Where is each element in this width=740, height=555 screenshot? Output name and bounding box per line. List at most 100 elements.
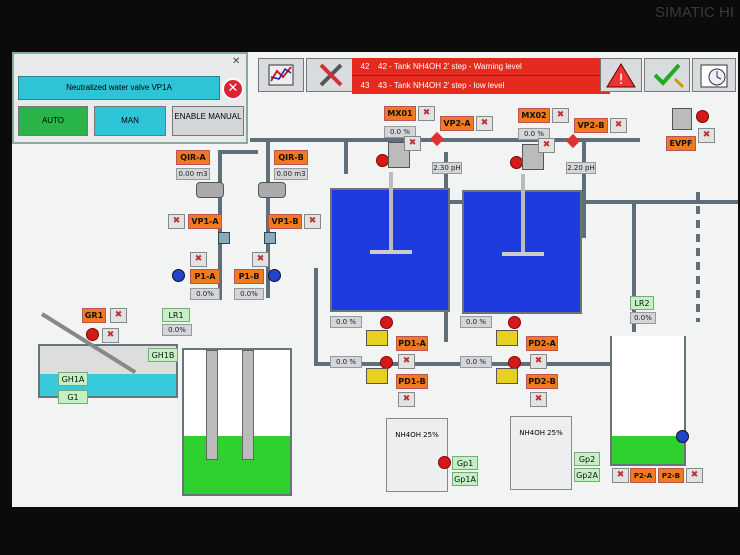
- valve-evpf-body[interactable]: [672, 108, 692, 130]
- warning-icon: !: [606, 63, 636, 88]
- qir-b-value: 0.00 m3: [274, 168, 308, 180]
- mx02-value: 0.0 %: [518, 128, 550, 140]
- wrench-icon[interactable]: ✖: [418, 106, 435, 121]
- container-nh4oh-1: NH4OH 25%: [386, 418, 448, 492]
- wrench-icon[interactable]: ✖: [612, 468, 629, 483]
- valve-vp2-a-icon[interactable]: [429, 131, 445, 147]
- gp1-status-icon: [438, 456, 451, 469]
- popup-close-x-icon[interactable]: ✕: [232, 56, 241, 67]
- lr1-tag[interactable]: LR1: [162, 308, 190, 322]
- pd1-a-value: 0.0 %: [330, 316, 362, 328]
- p2-b-tag[interactable]: P2-B: [658, 468, 684, 483]
- vp2-b-tag[interactable]: VP2-B: [574, 118, 608, 133]
- gp1-tag[interactable]: Gp1: [452, 456, 478, 470]
- dosing-pump-pd1-a[interactable]: [366, 330, 388, 346]
- gp2-tag[interactable]: Gp2: [574, 452, 600, 466]
- mx01-tag[interactable]: MX01: [384, 106, 416, 121]
- wrench-icon[interactable]: ✖: [398, 392, 415, 407]
- wrench-icon[interactable]: ✖: [476, 116, 493, 131]
- alarm-row[interactable]: 43 43 - Tank NH4OH 2' step - low level: [352, 76, 610, 94]
- vp2-a-tag[interactable]: VP2-A: [440, 116, 474, 131]
- wrench-icon[interactable]: ✖: [552, 108, 569, 123]
- valve-control-popup: ✕ Neutralized water valve VP1A ✕ AUTO MA…: [12, 52, 248, 144]
- qir-a-tag[interactable]: QIR-A: [176, 150, 210, 165]
- wrench-icon[interactable]: ✖: [538, 138, 555, 153]
- wrench-icon[interactable]: ✖: [530, 392, 547, 407]
- wrench-icon[interactable]: ✖: [304, 214, 321, 229]
- pipe-top-right: [438, 200, 738, 204]
- valve-vp1-a-icon[interactable]: [218, 232, 230, 244]
- wrench-icon[interactable]: ✖: [190, 252, 207, 267]
- wrench-icon[interactable]: ✖: [530, 354, 547, 369]
- p2-a-tag[interactable]: P2-A: [630, 468, 656, 483]
- alarm-row[interactable]: 42 42 - Tank NH4OH 2' step - Warning lev…: [352, 58, 610, 76]
- vp1-b-tag[interactable]: VP1-B: [268, 214, 302, 229]
- evpf-tag[interactable]: EVPF: [666, 136, 696, 151]
- lr2-value: 0.0%: [630, 312, 656, 324]
- gr1-tag[interactable]: GR1: [82, 308, 106, 323]
- hmi-screen: 42 42 - Tank NH4OH 2' step - Warning lev…: [12, 52, 738, 507]
- wrench-icon[interactable]: ✖: [404, 136, 421, 151]
- simatic-brand-label: SIMATIC HI: [655, 4, 734, 21]
- alarm-banner[interactable]: 42 42 - Tank NH4OH 2' step - Warning lev…: [352, 58, 610, 94]
- ph-1-value: 2.30 pH: [432, 162, 462, 174]
- container-nh4oh-1-label: NH4OH 25%: [395, 431, 439, 439]
- pipe-dashed: [696, 192, 700, 322]
- trend-button[interactable]: [258, 58, 304, 92]
- mx02-tag[interactable]: MX02: [518, 108, 550, 123]
- manual-button[interactable]: MAN: [94, 106, 166, 136]
- lr2-tag[interactable]: LR2: [630, 296, 654, 310]
- auto-button[interactable]: AUTO: [18, 106, 88, 136]
- pd2-a-status-icon: [508, 316, 521, 329]
- valve-vp2-b-icon[interactable]: [565, 133, 581, 149]
- clock-button[interactable]: [692, 58, 736, 92]
- gp1a-tag[interactable]: Gp1A: [452, 472, 478, 486]
- p1-a-tag[interactable]: P1-A: [190, 269, 220, 284]
- tools-button[interactable]: [306, 58, 358, 92]
- qir-b-tag[interactable]: QIR-B: [274, 150, 308, 165]
- wrench-icon[interactable]: ✖: [168, 214, 185, 229]
- flowmeter-a[interactable]: [196, 182, 224, 198]
- wrench-icon[interactable]: ✖: [698, 128, 715, 143]
- gh1a-tag[interactable]: GH1A: [58, 372, 88, 386]
- valve-vp1-b-icon[interactable]: [264, 232, 276, 244]
- p1-b-tag[interactable]: P1-B: [234, 269, 264, 284]
- enable-manual-button[interactable]: ENABLE MANUAL: [172, 106, 244, 136]
- tank-lr2-liquid: [612, 436, 684, 464]
- wrench-icon[interactable]: ✖: [102, 328, 119, 343]
- tank-lr2: [610, 336, 686, 466]
- popup-close-icon[interactable]: ✕: [222, 78, 244, 100]
- alarm-warning-button[interactable]: !: [600, 58, 642, 92]
- pd1-b-value: 0.0 %: [330, 356, 362, 368]
- evpf-status-icon: [696, 110, 709, 123]
- pd1-a-tag[interactable]: PD1-A: [396, 336, 428, 351]
- gp2a-tag[interactable]: Gp2A: [574, 468, 600, 482]
- acknowledge-button[interactable]: [644, 58, 690, 92]
- wrench-icon[interactable]: ✖: [610, 118, 627, 133]
- vp1-a-tag[interactable]: VP1-A: [188, 214, 222, 229]
- wrench-icon[interactable]: ✖: [398, 354, 415, 369]
- gh1b-tag[interactable]: GH1B: [148, 348, 178, 362]
- wrench-icon[interactable]: ✖: [252, 252, 269, 267]
- pd2-a-value: 0.0 %: [460, 316, 492, 328]
- pipe: [314, 268, 318, 366]
- wrench-icon[interactable]: ✖: [110, 308, 127, 323]
- dosing-pump-pd2-b[interactable]: [496, 368, 518, 384]
- dosing-pump-pd1-b[interactable]: [366, 368, 388, 384]
- flowmeter-b[interactable]: [258, 182, 286, 198]
- pump-p1-a-status-icon: [172, 269, 185, 282]
- mixer-mx01-shaft: [389, 172, 393, 252]
- pd2-b-tag[interactable]: PD2-B: [526, 374, 558, 389]
- pipe: [344, 138, 348, 174]
- dosing-pump-pd2-a[interactable]: [496, 330, 518, 346]
- pd2-a-tag[interactable]: PD2-A: [526, 336, 558, 351]
- pipe: [582, 138, 586, 238]
- qir-a-value: 0.00 m3: [176, 168, 210, 180]
- trend-chart-icon: [268, 64, 294, 86]
- g1-tag[interactable]: G1: [58, 390, 88, 404]
- pipe: [218, 150, 258, 154]
- wrench-icon[interactable]: ✖: [686, 468, 703, 483]
- pd1-b-tag[interactable]: PD1-B: [396, 374, 428, 389]
- main-supply-pipe: [250, 138, 640, 142]
- svg-text:!: !: [618, 72, 624, 88]
